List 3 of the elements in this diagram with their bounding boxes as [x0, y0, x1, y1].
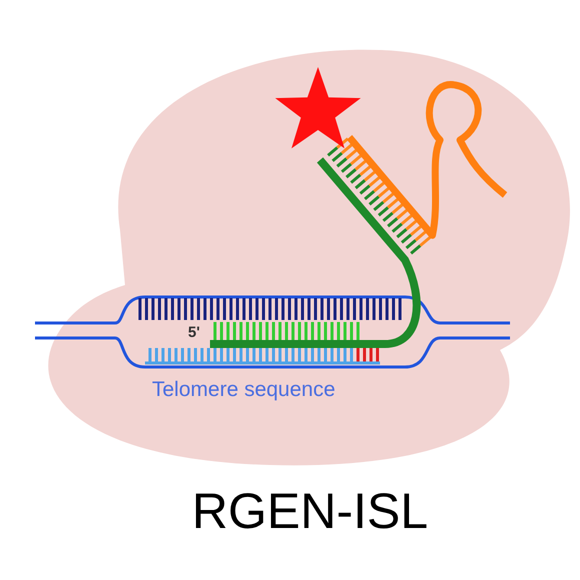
strand-end-label: 5'	[188, 324, 200, 341]
sequence-label: Telomere sequence	[152, 378, 336, 402]
caption: RGEN-ISL	[190, 482, 430, 540]
